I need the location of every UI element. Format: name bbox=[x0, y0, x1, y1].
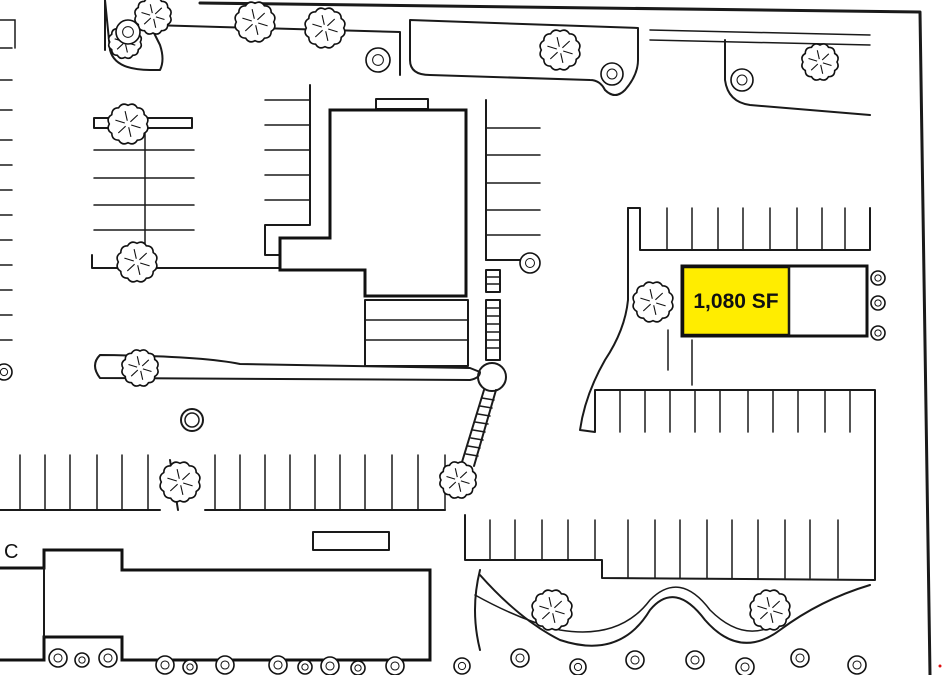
lower-left-parking bbox=[0, 454, 446, 511]
tree-icon bbox=[531, 589, 573, 631]
shrub-icon bbox=[48, 648, 68, 668]
shrub-icon bbox=[510, 648, 530, 668]
shrub-icon bbox=[297, 659, 313, 675]
shrub-icon bbox=[870, 270, 886, 286]
boundary-marker bbox=[938, 664, 942, 668]
tree-icon bbox=[801, 43, 839, 81]
shrub-icon bbox=[519, 252, 541, 274]
tree-icon bbox=[121, 349, 159, 387]
shrubs-layer bbox=[0, 19, 886, 675]
top-left-island bbox=[104, 0, 401, 76]
shrub-icon bbox=[385, 656, 405, 675]
available-suite-label: 1,080 SF bbox=[693, 290, 778, 313]
available-suite-highlight[interactable] bbox=[681, 265, 791, 337]
shrub-icon bbox=[98, 648, 118, 668]
tree-icon bbox=[159, 461, 201, 503]
right-parking-field bbox=[464, 207, 876, 581]
tree-icon bbox=[134, 0, 172, 35]
shrub-icon bbox=[74, 652, 90, 668]
shrub-icon bbox=[320, 656, 340, 675]
shrub-icon bbox=[155, 655, 175, 675]
tenant-suite[interactable]: 1,080 SF bbox=[680, 264, 869, 338]
shrub-icon bbox=[685, 650, 705, 670]
shrub-icon bbox=[569, 658, 587, 675]
tree-icon bbox=[107, 103, 149, 145]
shrub-icon bbox=[870, 325, 886, 341]
tree-icon bbox=[439, 461, 477, 499]
tree-icon bbox=[304, 7, 346, 49]
round-feature bbox=[180, 408, 204, 432]
shrub-icon bbox=[365, 47, 391, 73]
shrub-icon bbox=[182, 659, 198, 675]
tree-icon bbox=[539, 29, 581, 71]
shrub-icon bbox=[735, 657, 755, 675]
shrub-icon bbox=[350, 660, 366, 675]
trees-layer bbox=[107, 0, 839, 631]
tree-icon bbox=[234, 1, 276, 43]
top-right-island bbox=[649, 29, 871, 116]
left-edge-parking bbox=[0, 19, 16, 341]
shrub-icon bbox=[453, 657, 471, 675]
tree-icon bbox=[632, 281, 674, 323]
shrub-icon bbox=[0, 363, 13, 381]
shrub-icon bbox=[600, 62, 624, 86]
center-parking bbox=[485, 99, 541, 261]
main-building bbox=[278, 98, 468, 298]
building-walkway bbox=[364, 269, 501, 367]
shrub-icon bbox=[847, 655, 867, 675]
shrub-icon bbox=[115, 19, 141, 45]
tree-icon bbox=[749, 589, 791, 631]
top-middle-island bbox=[409, 19, 639, 96]
tree-icon bbox=[116, 241, 158, 283]
upper-left-parking bbox=[91, 84, 311, 269]
shrub-icon bbox=[625, 650, 645, 670]
shrub-icon bbox=[870, 295, 886, 311]
corner-letter: C bbox=[4, 541, 18, 563]
property-boundary bbox=[198, 1, 932, 675]
lower-building bbox=[0, 531, 432, 662]
median-strip bbox=[94, 354, 481, 381]
shrub-icon bbox=[268, 655, 288, 675]
shrub-icon bbox=[790, 648, 810, 668]
shrub-icon bbox=[730, 68, 754, 92]
diagonal-stairs bbox=[461, 362, 507, 467]
shrub-icon bbox=[215, 655, 235, 675]
